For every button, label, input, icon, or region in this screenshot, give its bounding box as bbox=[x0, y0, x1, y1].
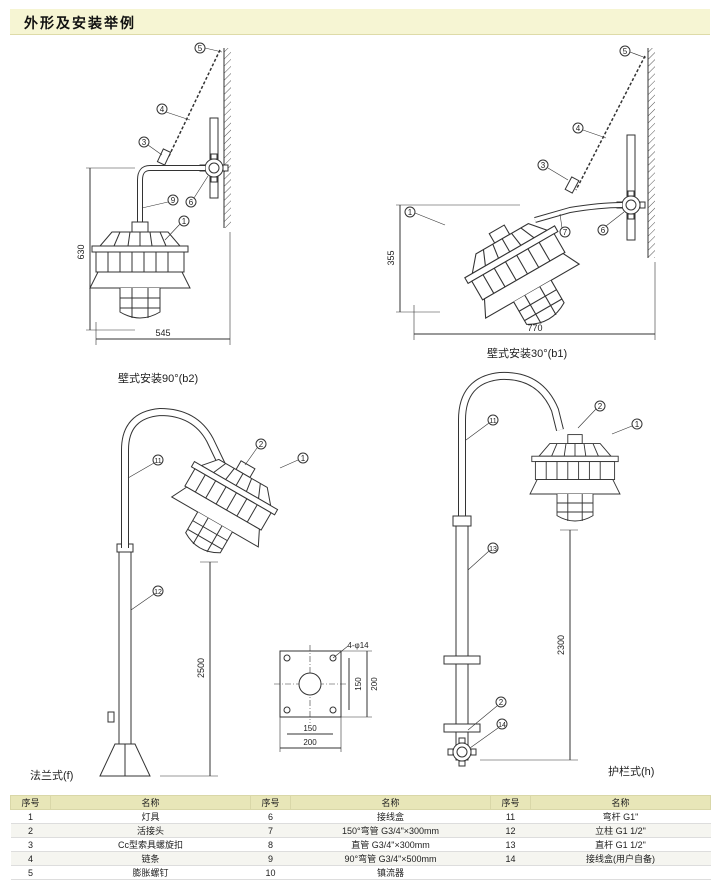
dim-b1-height: 355 bbox=[386, 250, 396, 265]
table-row: 3 Cc型索具螺旋扣 8 直管 G3/4"×300mm 13 直杆 G1 1/2… bbox=[10, 837, 711, 852]
callout-14: 14 bbox=[498, 722, 506, 729]
dim-flange-holes: 4-φ14 bbox=[347, 641, 369, 650]
chain bbox=[575, 55, 646, 191]
diagram-flange-plate bbox=[274, 645, 372, 752]
turnbuckle bbox=[156, 148, 172, 166]
dim-flange-inner-v: 150 bbox=[354, 677, 363, 691]
callout-11: 11 bbox=[489, 418, 496, 425]
lamp-fixture bbox=[89, 221, 191, 319]
table-cell: Cc型索具螺旋扣 bbox=[50, 837, 251, 852]
table-cell: 弯杆 G1" bbox=[530, 809, 711, 824]
table-cell: 1 bbox=[10, 809, 51, 824]
table-cell: 接线盒 bbox=[290, 809, 491, 824]
callout-6: 6 bbox=[189, 198, 194, 207]
callout-3: 3 bbox=[142, 138, 147, 147]
diagram-guardrail-pole bbox=[443, 371, 643, 767]
table-cell: 膨胀螺钉 bbox=[50, 865, 251, 880]
pole-column bbox=[118, 547, 132, 745]
table-cell: 8 bbox=[250, 837, 291, 852]
table-cell: 直杆 G1 1/2" bbox=[530, 837, 711, 852]
diagram-wall-30 bbox=[396, 45, 656, 347]
caption-h: 护栏式(h) bbox=[608, 766, 655, 778]
lamp-fixture bbox=[449, 201, 596, 347]
callout-4: 4 bbox=[160, 105, 165, 114]
table-cell: 90°弯管 G3/4"×500mm bbox=[290, 851, 491, 866]
table-cell: 灯具 bbox=[50, 809, 251, 824]
dim-flange-inner-h: 150 bbox=[303, 724, 317, 733]
callout-2: 2 bbox=[598, 402, 603, 411]
turnbuckle bbox=[564, 176, 580, 194]
caption-b2: 壁式安装90°(b2) bbox=[118, 373, 199, 385]
table-cell: 14 bbox=[490, 851, 531, 866]
diagram-flange-pole bbox=[99, 407, 309, 777]
callout-7: 7 bbox=[563, 228, 568, 237]
header-index: 序号 bbox=[490, 795, 531, 810]
wall-hatch bbox=[648, 48, 655, 258]
table-row: 2 活接头 7 150°弯管 G3/4"×300mm 12 立柱 G1 1/2" bbox=[10, 823, 711, 838]
callout-1: 1 bbox=[182, 217, 187, 226]
table-header-row: 序号 名称 序号 名称 序号 名称 bbox=[10, 795, 711, 810]
lamp-fixture bbox=[529, 434, 621, 522]
callout-1: 1 bbox=[635, 420, 640, 429]
table-cell: 立柱 G1 1/2" bbox=[530, 823, 711, 838]
table-cell: 12 bbox=[490, 823, 531, 838]
table-cell: 5 bbox=[10, 865, 51, 880]
table-row: 1 灯具 6 接线盒 11 弯杆 G1" bbox=[10, 809, 711, 824]
diagram-wall-90 bbox=[86, 42, 231, 345]
table-cell: 6 bbox=[250, 809, 291, 824]
table-cell bbox=[490, 865, 531, 880]
table-cell bbox=[530, 865, 711, 880]
dim-b2-height: 630 bbox=[76, 244, 86, 259]
callout-9: 9 bbox=[171, 196, 176, 205]
callout-2: 2 bbox=[499, 698, 504, 707]
dim-b1-width: 770 bbox=[527, 323, 542, 333]
callout-4: 4 bbox=[576, 124, 581, 133]
callout-12: 12 bbox=[154, 589, 162, 596]
installation-drawings: 5 4 3 6 9 1 5 4 3 7 6 1 11 12 2 1 11 13 … bbox=[76, 42, 656, 777]
dim-flange-outer-h: 200 bbox=[303, 738, 317, 747]
dim-flange-outer-v: 200 bbox=[370, 677, 379, 691]
section-title: 外形及安装举例 bbox=[24, 15, 136, 31]
table-cell: 150°弯管 G3/4"×300mm bbox=[290, 823, 491, 838]
header-name: 名称 bbox=[530, 795, 711, 810]
lamp-fixture bbox=[156, 439, 292, 574]
header-index: 序号 bbox=[10, 795, 51, 810]
callout-3: 3 bbox=[541, 161, 546, 170]
table-row: 5 膨胀螺钉 10 镇流器 bbox=[10, 865, 711, 880]
table-cell: 镇流器 bbox=[290, 865, 491, 880]
dim-h-height: 2300 bbox=[556, 635, 566, 655]
dim-f-height: 2500 bbox=[196, 658, 206, 678]
dim-b2-width: 545 bbox=[155, 328, 170, 338]
callout-5: 5 bbox=[198, 44, 203, 53]
callout-11: 11 bbox=[154, 458, 161, 465]
callout-6: 6 bbox=[601, 226, 606, 235]
junction-box bbox=[447, 737, 477, 767]
table-cell: 3 bbox=[10, 837, 51, 852]
table-cell: 链条 bbox=[50, 851, 251, 866]
callout-1: 1 bbox=[301, 454, 306, 463]
caption-b1: 壁式安装30°(b1) bbox=[487, 348, 568, 360]
table-cell: 活接头 bbox=[50, 823, 251, 838]
table-cell: 13 bbox=[490, 837, 531, 852]
table-cell: 4 bbox=[10, 851, 51, 866]
header-index: 序号 bbox=[250, 795, 291, 810]
table-cell: 直管 G3/4"×300mm bbox=[290, 837, 491, 852]
table-cell: 9 bbox=[250, 851, 291, 866]
table-cell: 2 bbox=[10, 823, 51, 838]
table-cell: 接线盒(用户自备) bbox=[530, 851, 711, 866]
section-header: 外形及安装举例 bbox=[10, 9, 710, 35]
parts-table: 序号 名称 序号 名称 序号 名称 1 灯具 6 接线盒 11 弯杆 G1" 2… bbox=[10, 795, 711, 880]
table-row: 4 链条 9 90°弯管 G3/4"×500mm 14 接线盒(用户自备) bbox=[10, 851, 711, 866]
callout-2: 2 bbox=[259, 440, 264, 449]
caption-f: 法兰式(f) bbox=[30, 770, 74, 782]
wall-hatch bbox=[224, 48, 231, 228]
table-cell: 7 bbox=[250, 823, 291, 838]
table-cell: 10 bbox=[250, 865, 291, 880]
callout-13: 13 bbox=[489, 546, 497, 553]
header-name: 名称 bbox=[50, 795, 251, 810]
callout-5: 5 bbox=[623, 47, 628, 56]
table-cell: 11 bbox=[490, 809, 531, 824]
header-name: 名称 bbox=[290, 795, 491, 810]
callout-1: 1 bbox=[408, 208, 413, 217]
